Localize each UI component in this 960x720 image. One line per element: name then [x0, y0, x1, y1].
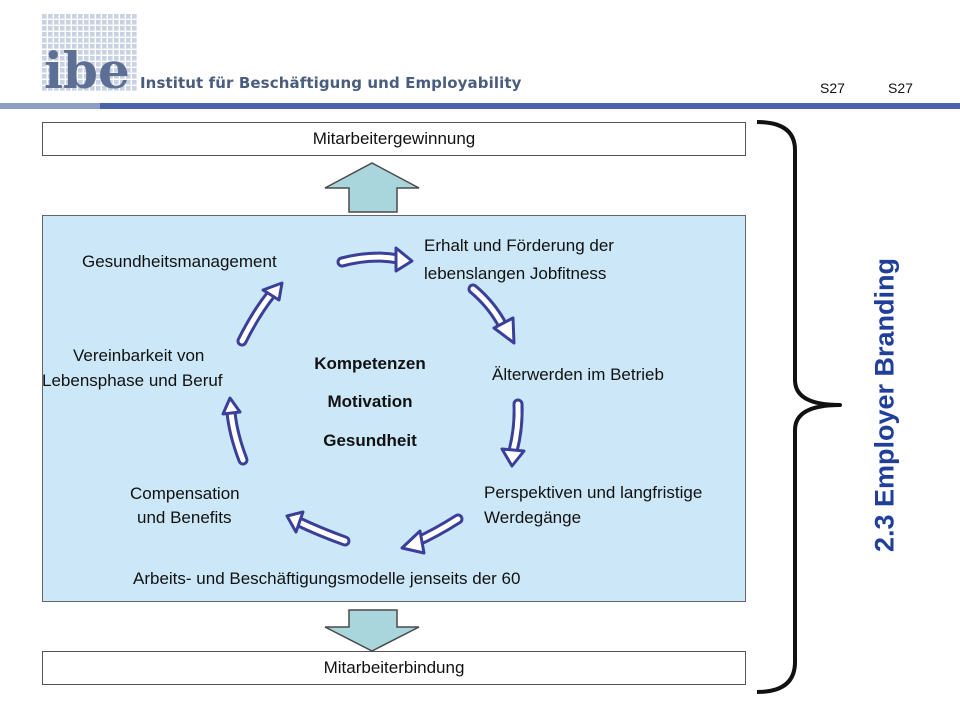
cycle-item-compatibility-line1: Vereinbarkeit von: [73, 346, 205, 365]
cycle-item-aging: Älterwerden im Betrieb: [492, 365, 664, 384]
employer-branding-label: 2.3 Employer Branding: [869, 257, 900, 553]
cycle-item-perspectives-line1: Perspektiven und langfristige: [484, 483, 703, 502]
brace-icon: [756, 120, 842, 694]
slide-number: S27: [820, 80, 845, 96]
cycle-item-jobfitness-line1: Erhalt und Förderung der: [424, 236, 614, 255]
cycle-item-health-management: Gesundheitsmanagement: [82, 252, 277, 271]
center-health: Gesundheit: [323, 431, 417, 450]
cycle-item-compatibility-line2: Lebensphase und Beruf: [42, 371, 223, 390]
top-box-recruitment: Mitarbeitergewinnung: [42, 122, 746, 156]
cycle-item-perspectives-line2: Werdegänge: [484, 508, 582, 527]
cycle-item-compensation-line2: und Benefits: [137, 508, 232, 527]
cycle-item-compensation-line1: Compensation: [130, 484, 240, 503]
center-competencies: Kompetenzen: [314, 354, 426, 373]
cycle-item-work-models: Arbeits- und Beschäftigungsmodelle jense…: [133, 569, 521, 588]
down-arrow-icon: [324, 609, 420, 652]
up-arrow-icon: [324, 162, 420, 213]
cycle-panel: [42, 215, 746, 602]
bottom-box-retention: Mitarbeiterbindung: [42, 651, 746, 685]
cycle-item-jobfitness-line2: lebenslangen Jobfitness: [424, 264, 607, 283]
svg-text:ibe: ibe: [44, 41, 130, 92]
center-motivation: Motivation: [327, 392, 413, 411]
ibe-logo: ibe: [42, 14, 137, 92]
slide-number: S27: [888, 80, 913, 96]
institute-name: Institut für Beschäftigung und Employabi…: [140, 74, 522, 92]
header-divider: [0, 103, 960, 109]
